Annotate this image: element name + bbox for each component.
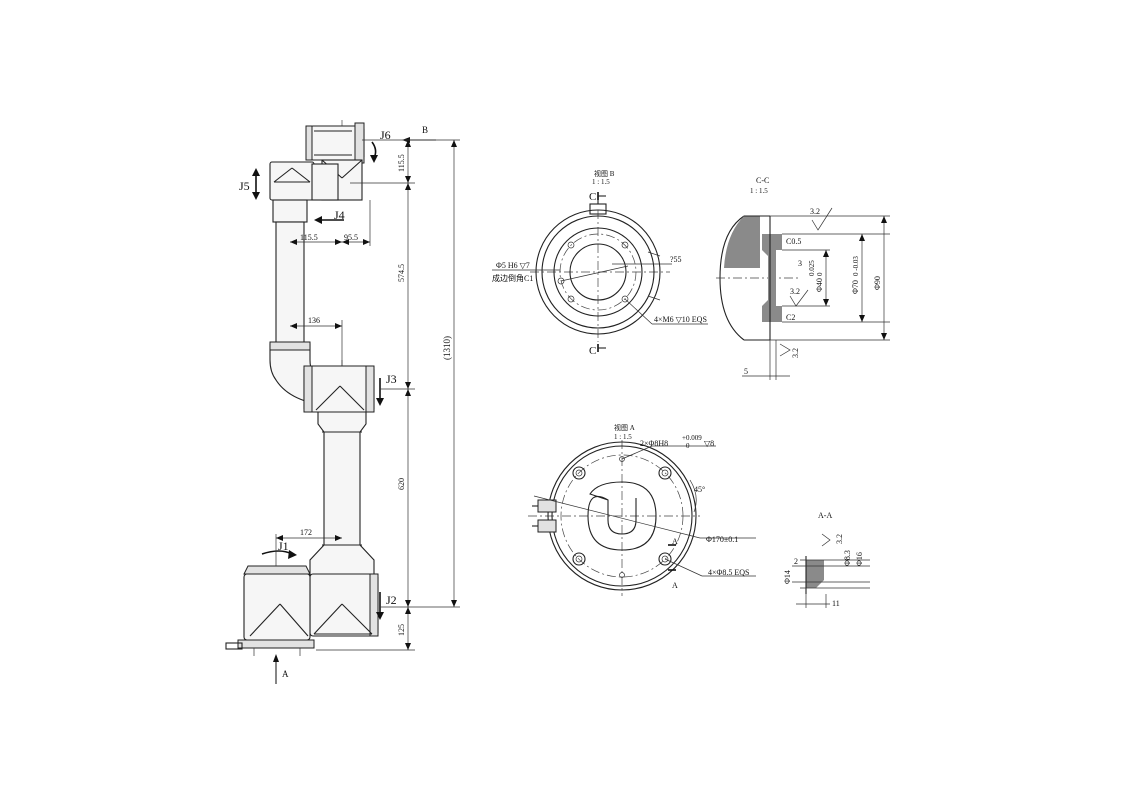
section-aa-d14: Φ14 [783, 570, 792, 584]
joint-label-j5: J5 [239, 179, 250, 193]
section-a-a: A-A 3.2 Φ8.3 Φ16 Φ14 2 11 [783, 511, 870, 608]
view-arrow-a-label: A [282, 669, 289, 679]
view-a-base: 视图 A 1 : 1.5 2×Φ8H8 +0.009 0 ▽ [528, 423, 756, 596]
dim-shoulder-offset: 172 [300, 528, 312, 537]
section-mark-a-top: A [672, 537, 678, 546]
robot-arm-side-view: J6 J5 J4 J3 J2 J1 B A [225, 120, 460, 684]
section-cc-chamfer1: C0.5 [786, 237, 801, 246]
section-cc-depth: 3 [798, 259, 802, 268]
joint-label-j1: J1 [278, 539, 289, 553]
section-cc-d70-tol: 0 -0.03 [852, 256, 860, 276]
section-aa-rough: 3.2 [835, 534, 844, 544]
view-a-pin-depth: ▽8 [704, 439, 714, 448]
j3-elbow-joint [303, 365, 375, 413]
lower-arm-tube [309, 411, 375, 586]
view-a-scale: 1 : 1.5 [614, 433, 632, 441]
vertical-dimensions: 115.5 574.5 (1310) 620 125 [316, 139, 460, 651]
section-aa-depth: 2 [794, 557, 798, 566]
section-cc-d90: Φ90 [873, 276, 882, 290]
dim-total-height: (1310) [442, 336, 452, 360]
view-b-scale: 1 : 1.5 [592, 178, 610, 186]
section-cc-d40: Φ40 [815, 278, 824, 292]
view-b-thread-note: 4×M6 ▽10 EQS [654, 315, 707, 324]
view-a-pin-tol-hi: +0.009 [682, 434, 702, 442]
section-mark-a-bottom: A [672, 581, 678, 590]
j1-base [225, 565, 315, 656]
j2-shoulder-joint [309, 573, 379, 637]
j6-wrist-flange [305, 122, 365, 164]
section-aa-d16: Φ16 [855, 552, 864, 566]
dim-wrist-offset-1: 115.5 [300, 233, 318, 242]
dim-elbow-offset: 136 [308, 316, 320, 325]
section-cc-rough-top: 3.2 [810, 207, 820, 216]
section-aa-title: A-A [818, 511, 832, 520]
section-cc-rough-mid: 3.2 [790, 287, 800, 296]
view-b-hole-note: Φ5 H6 ▽7 [496, 261, 530, 270]
joint-label-j2: J2 [386, 593, 397, 607]
section-c-c: C-C 1 : 1.5 3.2 C0.5 3 3.2 C2 3.2 5 Φ40 [716, 176, 890, 380]
section-cc-rough-bot: 3.2 [791, 348, 800, 358]
view-b-diameter-note: ?55 [670, 255, 682, 264]
view-a-bolt-note: 4×Φ8.5 EQS [708, 568, 749, 577]
view-a-pcd: Φ170±0.1 [706, 535, 738, 544]
view-arrow-b-label: B [422, 125, 428, 135]
view-b-chamfer-note: 成边倒角C1 [492, 273, 533, 283]
joint-label-j4: J4 [334, 208, 345, 222]
section-aa-length: 11 [832, 599, 840, 608]
section-cc-d40-tol-lo: 0 [816, 272, 824, 276]
view-b-title: 视图 B [594, 169, 615, 178]
view-a-pin-note: 2×Φ8H8 [640, 439, 668, 448]
section-cc-scale: 1 : 1.5 [750, 187, 768, 195]
joint-label-j3: J3 [386, 372, 397, 386]
section-mark-c-bottom: C [589, 345, 596, 357]
view-a-pin-tol-lo: 0 [686, 442, 690, 450]
view-a-angle: 45° [694, 485, 705, 494]
view-b-flange: 视图 B 1 : 1.5 C C Φ5 H6 ▽7 成边倒角C1 ?55 [492, 169, 708, 357]
dim-upper-arm: 574.5 [397, 264, 406, 282]
section-cc-title: C-C [756, 176, 769, 185]
section-mark-c-top: C [589, 191, 596, 203]
view-a-title: 视图 A [614, 423, 635, 432]
joint-label-j6: J6 [380, 128, 391, 142]
horizontal-dimensions: 115.5 95.5 136 172 [275, 200, 371, 566]
section-aa-d83: Φ8.3 [843, 550, 852, 566]
section-cc-width: 5 [744, 367, 748, 376]
section-cc-d40-tol-hi: 0.025 [808, 260, 816, 276]
section-cc-d70: Φ70 [851, 280, 860, 294]
j5-wrist-joint [269, 161, 339, 201]
dim-wrist-offset-2: 95.5 [344, 233, 358, 242]
dim-top: 115.5 [397, 154, 406, 172]
dim-base: 125 [397, 624, 406, 636]
section-cc-chamfer2: C2 [786, 313, 795, 322]
dim-lower-arm: 620 [397, 478, 406, 490]
